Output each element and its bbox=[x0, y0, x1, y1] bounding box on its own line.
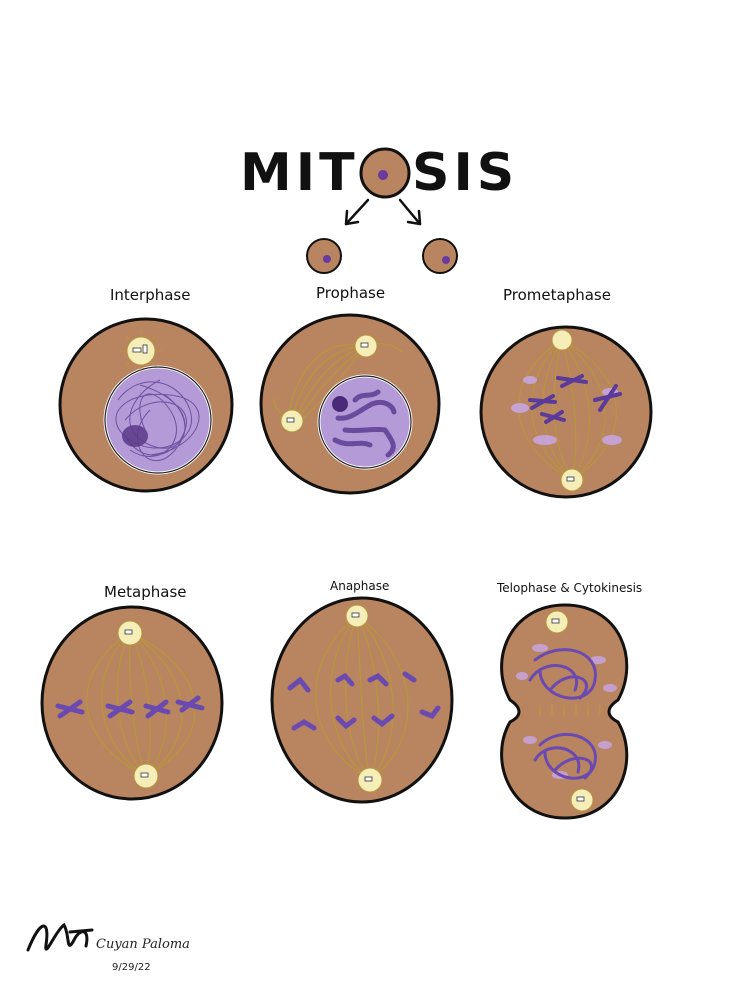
nucleolus bbox=[122, 425, 148, 447]
centrosome-top bbox=[551, 329, 573, 351]
chromosomes bbox=[332, 389, 397, 458]
cell-metaphase bbox=[40, 605, 224, 801]
spindle-fibers bbox=[315, 615, 409, 781]
centrosome-left bbox=[280, 409, 304, 433]
chromatin-top bbox=[528, 648, 597, 700]
signature-monogram bbox=[26, 922, 94, 952]
centrosome-top bbox=[545, 610, 569, 634]
chromosomes bbox=[528, 374, 622, 424]
centrosome-top bbox=[354, 334, 378, 358]
centrosome-bottom bbox=[357, 767, 383, 793]
title: MIT SIS bbox=[240, 143, 518, 203]
title-text-right: SIS bbox=[412, 143, 518, 203]
spindle-remnants bbox=[539, 705, 601, 715]
arrow-left bbox=[344, 198, 370, 226]
label-anaphase: Anaphase bbox=[330, 579, 389, 593]
title-text-left: MIT bbox=[240, 143, 359, 203]
nuclear-membrane-top bbox=[516, 644, 617, 692]
centrosome-bottom bbox=[133, 763, 159, 789]
label-prometaphase: Prometaphase bbox=[503, 286, 611, 304]
centrosome-top bbox=[345, 604, 369, 628]
division-arrows bbox=[344, 198, 422, 226]
nucleolus bbox=[332, 396, 348, 412]
centrosome-top bbox=[117, 620, 143, 646]
cell-telophase-cytokinesis bbox=[500, 603, 629, 820]
cell-prometaphase bbox=[479, 325, 653, 499]
signature-date: 9/29/22 bbox=[112, 962, 151, 973]
arrow-right bbox=[398, 198, 422, 226]
daughter-cell-left bbox=[306, 238, 342, 274]
membrane-fragments bbox=[511, 376, 622, 445]
centrosome-bottom bbox=[570, 788, 594, 812]
chromatin-bottom bbox=[533, 733, 597, 780]
label-prophase: Prophase bbox=[316, 284, 385, 302]
cell-anaphase bbox=[270, 596, 454, 804]
title-o-cell bbox=[359, 147, 411, 199]
chromosomes bbox=[55, 695, 205, 719]
label-telophase-cytokinesis: Telophase & Cytokinesis bbox=[496, 581, 642, 595]
cell-interphase bbox=[58, 317, 234, 493]
label-metaphase: Metaphase bbox=[104, 583, 187, 601]
centrosome bbox=[120, 330, 162, 372]
centrosome-bottom bbox=[560, 468, 584, 492]
signature: Cuyan Paloma 9/29/22 bbox=[26, 922, 190, 973]
spindle-fibers bbox=[518, 339, 617, 481]
daughter-cell-right bbox=[422, 238, 458, 274]
cell-prophase bbox=[259, 313, 441, 495]
signature-name: Cuyan Paloma bbox=[96, 937, 190, 952]
chromosomes bbox=[287, 671, 441, 731]
label-interphase: Interphase bbox=[110, 286, 190, 304]
